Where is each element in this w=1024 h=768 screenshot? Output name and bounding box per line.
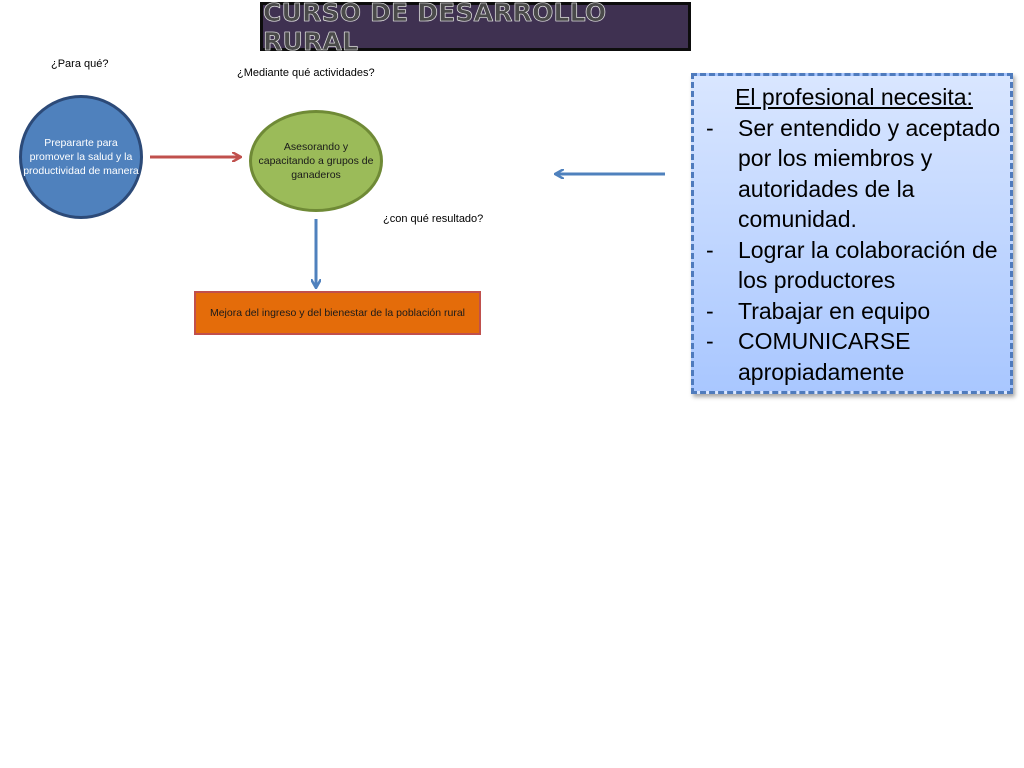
- bullet-dash: -: [706, 328, 714, 354]
- purpose-node: Prepararte para promover la salud y la p…: [19, 95, 143, 219]
- list-item-text: Trabajar en equipo: [738, 297, 931, 324]
- bullet-dash: -: [706, 297, 714, 324]
- list-item: - Trabajar en equipo: [704, 296, 1004, 327]
- list-item: - Lograr la colaboración de los producto…: [704, 235, 1004, 296]
- title-banner: CURSO DE DESARROLLO RURAL: [260, 0, 691, 56]
- bullet-dash: -: [706, 114, 714, 141]
- list-item: - Ser entendido y aceptado por los miemb…: [704, 113, 1004, 235]
- professional-needs-callout: El profesional necesita: - Ser entendido…: [691, 73, 1013, 394]
- callout-list: - Ser entendido y aceptado por los miemb…: [704, 113, 1004, 388]
- list-item: - COMUNICARSE apropiadamente: [704, 326, 1004, 387]
- diagram-title: CURSO DE DESARROLLO RURAL: [263, 0, 607, 56]
- question-para-que: ¿Para qué?: [51, 58, 109, 70]
- result-node-label: Mejora del ingreso y del bienestar de la…: [209, 306, 466, 319]
- callout-heading: El profesional necesita:: [735, 84, 973, 110]
- list-item-text: Ser entendido y aceptado por los miembro…: [738, 114, 1001, 233]
- result-node: Mejora del ingreso y del bienestar de la…: [194, 291, 481, 335]
- purpose-node-label: Prepararte para promover la salud y la p…: [23, 137, 139, 177]
- question-resultado: ¿con qué resultado?: [383, 213, 484, 225]
- bullet-dash: -: [706, 236, 714, 263]
- list-item-text: Lograr la colaboración de los productore…: [738, 236, 998, 294]
- list-item-text: COMUNICARSE apropiadamente: [738, 328, 911, 385]
- activity-node-label: Asesorando y capacitando a grupos de gan…: [258, 141, 374, 181]
- question-mediante: ¿Mediante qué actividades?: [237, 67, 375, 79]
- activity-node: Asesorando y capacitando a grupos de gan…: [249, 110, 383, 212]
